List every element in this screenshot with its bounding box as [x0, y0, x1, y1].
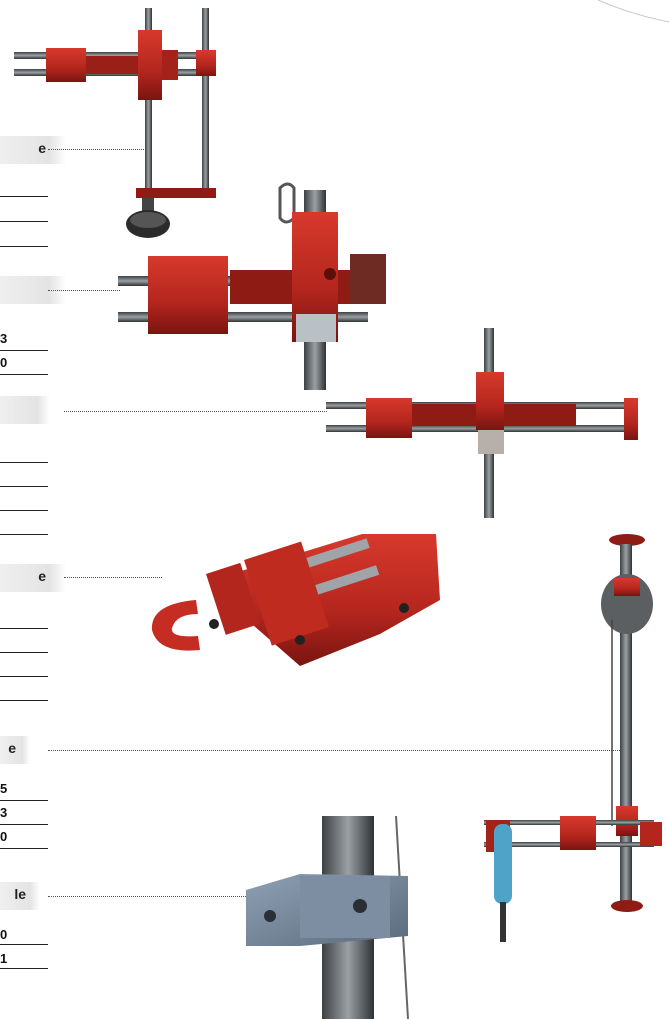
rule-4b	[0, 652, 48, 653]
product-photo-4	[151, 534, 440, 666]
leader-line-6	[48, 896, 248, 897]
model-digit: 0	[0, 829, 8, 844]
section-label-3	[0, 396, 50, 424]
section-label-1: e	[0, 136, 66, 164]
model-digit: 3	[0, 331, 8, 346]
leader-line-5	[48, 750, 624, 751]
rule-5b	[0, 824, 48, 825]
leader-line-4	[64, 577, 162, 578]
rule-5c	[0, 848, 48, 849]
rule-1a	[0, 196, 48, 197]
model-digit: 1	[0, 951, 8, 966]
product-photo-2	[118, 182, 386, 390]
rule-4d	[0, 700, 48, 701]
rule-4a	[0, 628, 48, 629]
section-label-4: e	[0, 564, 66, 592]
rule-3d	[0, 534, 48, 535]
section-label-5: e	[0, 736, 30, 764]
rule-6b	[0, 968, 48, 969]
corner-curve	[597, 0, 669, 23]
model-digit: 0	[0, 927, 8, 942]
leader-line-2	[48, 290, 120, 291]
product-photo-1	[14, 8, 216, 238]
section-label-4-text: e	[38, 568, 46, 584]
rule-3b	[0, 486, 48, 487]
leader-line-1	[48, 149, 148, 150]
section-label-6: le	[0, 882, 40, 910]
section-label-5-text: e	[8, 740, 16, 756]
section-label-6-text: le	[14, 886, 26, 902]
product-photo-5	[484, 534, 662, 942]
rule-5a	[0, 800, 48, 801]
rule-2b	[0, 374, 48, 375]
leader-line-3	[64, 411, 327, 412]
rule-4c	[0, 676, 48, 677]
model-digit: 5	[0, 781, 8, 796]
model-digit: 0	[0, 355, 8, 370]
rule-1b	[0, 221, 48, 222]
rule-3c	[0, 510, 48, 511]
product-photo-6	[246, 815, 409, 1019]
section-label-1-text: e	[38, 140, 46, 156]
rule-3a	[0, 462, 48, 463]
rule-2a	[0, 350, 48, 351]
product-photo-3	[326, 328, 638, 518]
rule-1c	[0, 246, 48, 247]
rule-6a	[0, 944, 48, 945]
model-digit: 3	[0, 805, 8, 820]
